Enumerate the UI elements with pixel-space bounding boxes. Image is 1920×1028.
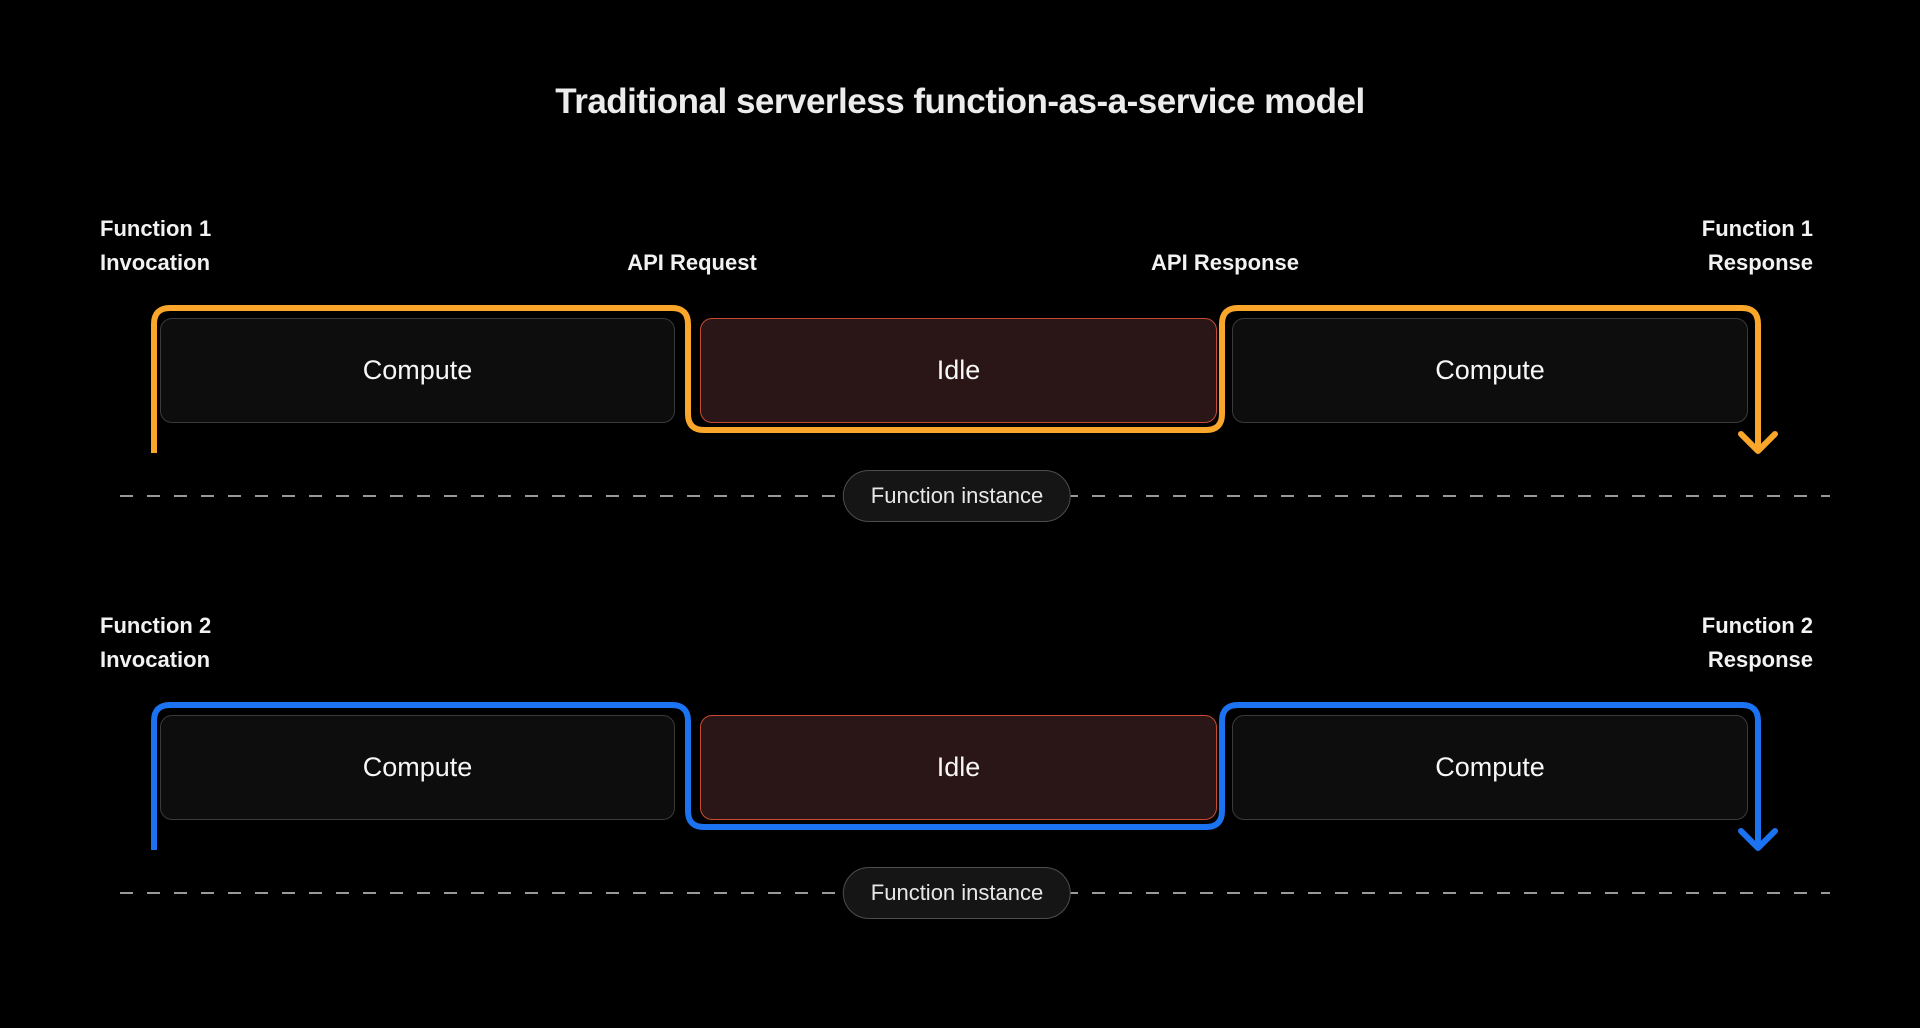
function-2-idle-box: Idle — [700, 715, 1217, 820]
function-2-response-label-line1: Function 2 — [1701, 613, 1813, 638]
function-1-response-label: Function 1 Response — [1702, 212, 1813, 280]
function-1-invocation-label-line2: Invocation — [100, 250, 211, 275]
function-2-timeline-svg — [120, 702, 1830, 894]
function-2-compute-box-2-label: Compute — [1435, 752, 1545, 782]
function-1-compute-box-1: Compute — [160, 318, 675, 423]
function-1-timeline-svg — [120, 305, 1830, 497]
function-1-invocation-label-line1: Function 1 — [100, 216, 212, 241]
function-2-lane: Compute Idle Compute Function instance — [0, 697, 1920, 927]
function-2-response-label: Function 2 Response — [1702, 609, 1813, 677]
function-1-lane: Compute Idle Compute Function instance — [0, 300, 1920, 530]
function-1-response-label-line1: Function 1 — [1701, 216, 1813, 241]
function-2-response-arrow-icon — [1738, 828, 1778, 851]
api-request-label: API Request — [627, 250, 757, 275]
function-2-invocation-label-line1: Function 2 — [100, 613, 212, 638]
function-2-compute-box-1-label: Compute — [362, 752, 473, 782]
function-2-invocation-label: Function 2 Invocation — [100, 609, 211, 677]
function-1-idle-box-label: Idle — [936, 355, 981, 385]
function-2-compute-box-1: Compute — [160, 715, 675, 820]
function-2-instance-badge-label: Function instance — [870, 880, 1044, 905]
function-1-invocation-label: Function 1 Invocation — [100, 212, 211, 280]
function-2-timeline-path — [151, 702, 1761, 850]
function-1-compute-box-2: Compute — [1232, 318, 1748, 423]
function-2-instance-badge: Function instance — [842, 867, 1072, 919]
api-response-label: API Response — [1151, 250, 1299, 275]
function-2-invocation-label-line2: Invocation — [100, 647, 211, 672]
function-1-instance-badge-label: Function instance — [870, 483, 1044, 508]
function-1-compute-box-2-label: Compute — [1435, 355, 1545, 385]
function-1-idle-box: Idle — [700, 318, 1217, 423]
function-2-compute-box-2: Compute — [1232, 715, 1748, 820]
diagram-title: Traditional serverless function-as-a-ser… — [555, 82, 1365, 121]
function-1-compute-box-1-label: Compute — [362, 355, 473, 385]
function-2-response-label-line2: Response — [1707, 647, 1813, 672]
function-1-instance-badge: Function instance — [842, 470, 1072, 522]
function-1-timeline-path — [151, 305, 1761, 453]
function-2-idle-box-label: Idle — [936, 752, 981, 782]
function-1-response-arrow-icon — [1738, 431, 1778, 454]
function-1-response-label-line2: Response — [1707, 250, 1813, 275]
